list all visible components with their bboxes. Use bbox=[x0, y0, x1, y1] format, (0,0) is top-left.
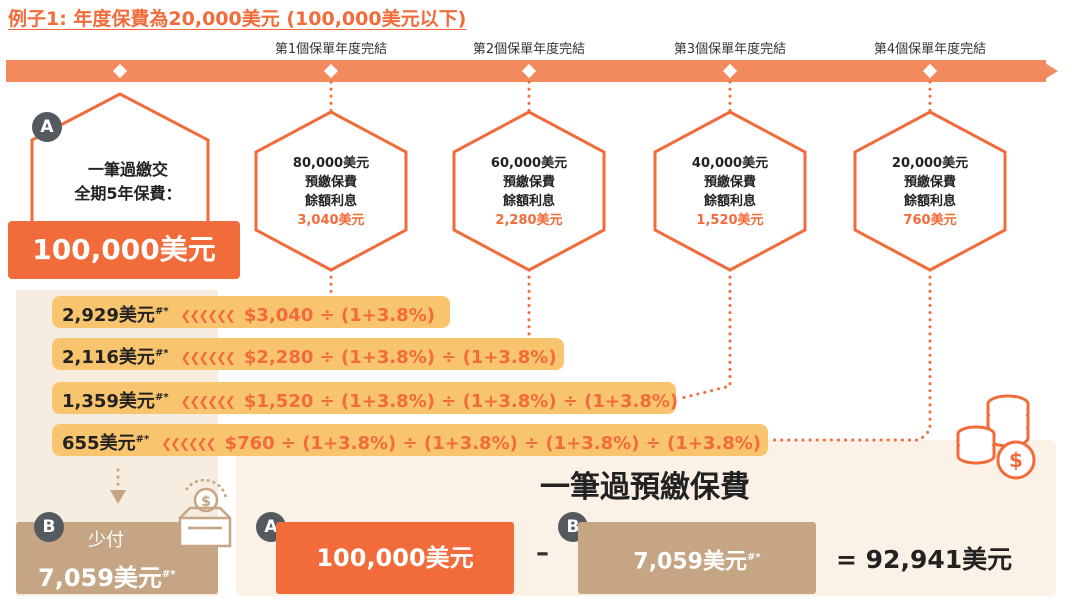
lump-sum-line-2: 全期5年保費： bbox=[74, 184, 182, 203]
hexagon-text-3: 40,000美元 預繳保費 餘額利息 1,520美元 bbox=[692, 154, 768, 230]
hex-line2: 餘額利息 bbox=[703, 194, 757, 209]
down-arrow-icon bbox=[110, 490, 126, 504]
hex-interest: 3,040美元 bbox=[297, 213, 365, 228]
discount-formula: $3,040 ÷ (1+3.8%) bbox=[243, 305, 435, 326]
discount-row-3: 1,359美元#* ❮❮❮❮❮❮ $1,520 ÷ (1+3.8%) ÷ (1+3.… bbox=[52, 382, 678, 414]
footnote-mark: #* bbox=[154, 392, 169, 403]
connector-line bbox=[680, 268, 732, 400]
hex-balance: 60,000美元 bbox=[490, 156, 568, 171]
discount-amount: 655美元 bbox=[62, 433, 136, 454]
timeline-arrow-icon bbox=[1040, 60, 1058, 82]
discount-amount: 1,359美元 bbox=[62, 391, 155, 412]
hex-interest: 1,520美元 bbox=[696, 213, 764, 228]
chevrons-left-icon: ❮❮❮❮❮❮ bbox=[180, 395, 236, 410]
discount-formula: $760 ÷ (1+3.8%) ÷ (1+3.8%) ÷ (1+3.8%) ÷ … bbox=[224, 433, 762, 454]
pay-less-amount: 7,059美元#* bbox=[38, 558, 176, 593]
equation-b-value: 7,059美元#* bbox=[578, 522, 816, 594]
milestone-label-2: 第2個保單年度完結 bbox=[472, 42, 586, 57]
footnote-mark: #* bbox=[135, 434, 150, 445]
discount-amount: 2,116美元 bbox=[62, 347, 155, 368]
pay-amount-value: 7,059美元 bbox=[38, 564, 162, 592]
discount-formula: $1,520 ÷ (1+3.8%) ÷ (1+3.8%) ÷ (1+3.8%) bbox=[243, 391, 679, 412]
hexagon-text-2: 60,000美元 預繳保費 餘額利息 2,280美元 bbox=[491, 154, 567, 230]
hexagon-year-4 bbox=[853, 110, 1007, 272]
hexagon-year-3 bbox=[653, 110, 807, 272]
footnote-mark: #* bbox=[746, 552, 761, 563]
hex-interest: 2,280美元 bbox=[495, 213, 563, 228]
chevrons-left-icon: ❮❮❮❮❮❮ bbox=[161, 437, 216, 452]
svg-text:$: $ bbox=[1009, 448, 1023, 472]
milestone-label-3: 第3個保單年度完結 bbox=[673, 42, 787, 57]
coin-stack-icon: $ bbox=[956, 394, 1036, 480]
svg-text:$: $ bbox=[201, 494, 211, 510]
chevrons-left-icon: ❮❮❮❮❮❮ bbox=[180, 351, 236, 366]
pay-less-label: 少付 bbox=[88, 530, 124, 551]
page-title: 例子1: 年度保費為20,000美元 (100,000美元以下) bbox=[8, 8, 467, 30]
hex-balance: 40,000美元 bbox=[691, 156, 769, 171]
hex-line2: 餘額利息 bbox=[304, 194, 358, 209]
hex-line2: 餘額利息 bbox=[903, 194, 957, 209]
hex-line1: 預繳保費 bbox=[304, 175, 358, 190]
lump-sum-amount: 100,000美元 bbox=[8, 221, 240, 279]
hexagon-year-1 bbox=[254, 110, 408, 272]
hexagon-text-4: 20,000美元 預繳保費 餘額利息 760美元 bbox=[892, 154, 968, 230]
discount-row-4: 655美元#* ❮❮❮❮❮❮ $760 ÷ (1+3.8%) ÷ (1+3.8%) … bbox=[52, 424, 768, 456]
hexagon-year-2 bbox=[452, 110, 606, 272]
hex-interest: 760美元 bbox=[903, 213, 957, 228]
connector-line bbox=[772, 268, 932, 442]
hex-line1: 預繳保費 bbox=[502, 175, 556, 190]
discount-row-1: 2,929美元#* ❮❮❮❮❮❮ $3,040 ÷ (1+3.8%) bbox=[52, 296, 450, 328]
badge-b: B bbox=[34, 512, 64, 542]
discount-formula: $2,280 ÷ (1+3.8%) ÷ (1+3.8%) bbox=[243, 347, 557, 368]
discount-row-2: 2,116美元#* ❮❮❮❮❮❮ $2,280 ÷ (1+3.8%) ÷ (1+3.… bbox=[52, 338, 564, 370]
hex-line1: 預繳保費 bbox=[903, 175, 957, 190]
milestone-label-4: 第4個保單年度完結 bbox=[873, 42, 987, 57]
hexagon-text-1: 80,000美元 預繳保費 餘額利息 3,040美元 bbox=[293, 154, 369, 230]
hex-line2: 餘額利息 bbox=[502, 194, 556, 209]
money-wallet-icon: $ bbox=[178, 478, 232, 548]
hex-balance: 80,000美元 bbox=[292, 156, 370, 171]
discount-amount: 2,929美元 bbox=[62, 305, 155, 326]
footnote-mark: #* bbox=[161, 569, 176, 580]
equation-result: = 92,941美元 bbox=[836, 545, 1013, 574]
chevrons-left-icon: ❮❮❮❮❮❮ bbox=[180, 309, 236, 324]
footnote-mark: #* bbox=[154, 348, 169, 359]
lump-sum-line-1: 一筆過繳交 bbox=[87, 160, 168, 179]
minus-sign: – bbox=[536, 538, 549, 568]
hex-line1: 預繳保費 bbox=[703, 175, 757, 190]
lump-sum-description: 一筆過繳交 全期5年保費： bbox=[58, 158, 198, 206]
hex-balance: 20,000美元 bbox=[891, 156, 969, 171]
milestone-label-1: 第1個保單年度完結 bbox=[274, 42, 388, 57]
footnote-mark: #* bbox=[154, 306, 169, 317]
equation-a-value: 100,000美元 bbox=[276, 522, 514, 594]
equation-heading: 一筆過預繳保費 bbox=[540, 470, 750, 505]
badge-a: A bbox=[32, 112, 62, 142]
b-amount: 7,059美元 bbox=[633, 549, 747, 575]
